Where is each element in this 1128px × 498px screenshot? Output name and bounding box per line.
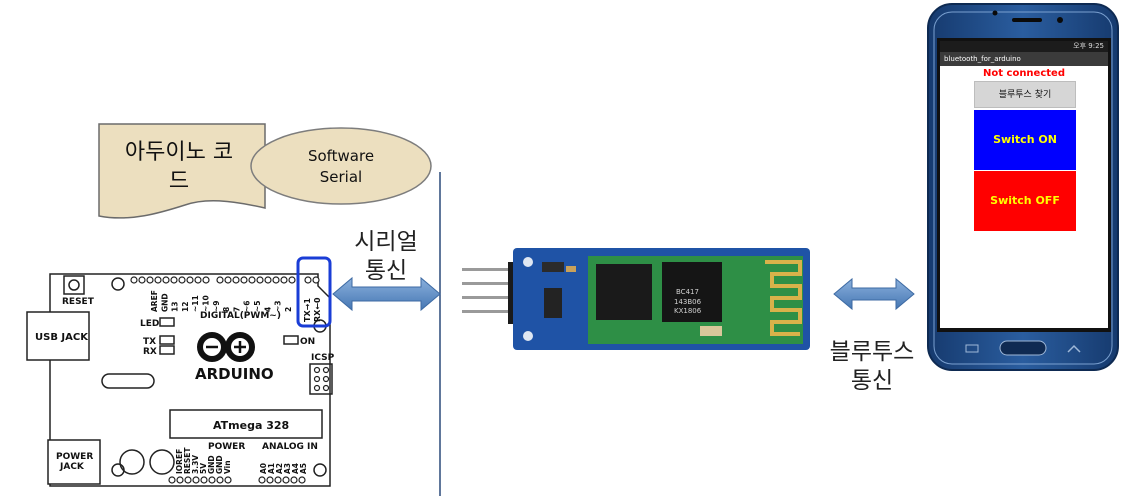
- pin-label: 2: [284, 307, 293, 312]
- arduino-logo: [197, 332, 255, 362]
- pin-label: A5: [299, 463, 308, 474]
- pin-label: Vin: [223, 460, 232, 474]
- bluetooth-double-arrow: [833, 277, 915, 311]
- led-label: LED: [140, 319, 159, 329]
- tx-pin-label: TX→1: [303, 298, 312, 322]
- pin-label: ~5: [253, 300, 262, 312]
- analog-in-label: ANALOG IN: [262, 442, 318, 452]
- digital-label: DIGITAL(PWM~): [200, 311, 281, 321]
- pin-label: A2: [275, 463, 284, 474]
- app-title-bar: bluetooth_for_arduino: [940, 52, 1108, 66]
- pin-label: 3.3V: [191, 455, 200, 474]
- software-serial-line1: Software: [307, 147, 375, 165]
- pin-label: A4: [291, 463, 300, 474]
- pin-label: GND: [215, 455, 224, 474]
- pin-label: A1: [267, 463, 276, 474]
- bluetooth-comm-line2: 통신: [850, 368, 894, 394]
- pin-label: A3: [283, 463, 292, 474]
- code-note: [98, 123, 266, 219]
- logo-symbols: [206, 341, 246, 353]
- phone-status-bar: 오후 9:25: [940, 41, 1108, 52]
- power-label: POWER: [208, 442, 245, 452]
- rx-pin-label: RX←0: [313, 297, 322, 322]
- power-jack-label-1: POWER: [56, 452, 93, 462]
- digital-header: [130, 276, 320, 284]
- pin-label: ~11: [191, 295, 200, 312]
- code-note-line2: 드: [168, 169, 190, 194]
- code-note-line1: 아두이노 코: [124, 140, 234, 165]
- tx-rx-highlight-box: [296, 256, 332, 328]
- arduino-brand: ARDUINO: [195, 365, 274, 383]
- serial-comm-line1: 시리얼: [354, 229, 418, 255]
- chip-text-2: 143B06: [674, 298, 702, 306]
- pin-label: ~6: [243, 300, 252, 312]
- reset-label: RESET: [62, 297, 95, 307]
- software-serial-ellipse: [250, 127, 432, 205]
- pin-label: 4: [263, 307, 272, 312]
- switch-off-button[interactable]: Switch OFF: [974, 171, 1076, 231]
- on-label: ON: [300, 337, 315, 347]
- tx-label: TX: [143, 337, 156, 347]
- pin-label: 5V: [199, 463, 208, 474]
- software-serial-line2: Serial: [319, 168, 363, 186]
- bluetooth-module: BC417 143B06 KX1806: [462, 248, 810, 350]
- pin-label: ~3: [274, 300, 283, 312]
- pin-label: IOREF: [175, 449, 184, 474]
- power-jack-label-2: JACK: [59, 462, 85, 472]
- arduino-board: [26, 273, 333, 487]
- pin-label: ~9: [212, 300, 221, 312]
- pin-label: 8: [222, 307, 231, 312]
- usb-jack-label: USB JACK: [35, 332, 89, 343]
- bluetooth-comm-label: 블루투스 통신: [816, 338, 928, 396]
- serial-double-arrow: [332, 276, 441, 312]
- bottom-header: [168, 366, 330, 484]
- pin-label: 7: [232, 307, 241, 312]
- switch-on-button[interactable]: Switch ON: [974, 110, 1076, 170]
- pin-label: GND: [207, 455, 216, 474]
- pin-label: AREF: [150, 290, 159, 312]
- atmega-chip: [169, 409, 323, 439]
- serial-comm-line2: 통신: [364, 258, 408, 284]
- icsp-label: ICSP: [311, 353, 335, 363]
- pin-label: GND: [160, 293, 169, 312]
- software-serial-text: Software Serial: [260, 146, 422, 188]
- chip-text-1: BC417: [676, 288, 699, 296]
- pin-label: 13: [171, 302, 180, 312]
- chip-label: ATmega 328: [213, 419, 289, 432]
- rx-label: RX: [143, 347, 157, 357]
- pin-label: RESET: [183, 447, 192, 474]
- chip-text-3: KX1806: [674, 307, 702, 315]
- serial-comm-label: 시리얼 통신: [346, 228, 426, 286]
- pin-label: A0: [259, 463, 268, 474]
- bluetooth-comm-line1: 블루투스: [829, 339, 915, 365]
- pin-label: 12: [181, 302, 190, 312]
- find-bluetooth-button[interactable]: 블루투스 찾기: [974, 81, 1076, 108]
- pin-label: ~10: [202, 295, 211, 312]
- usb-jack: [26, 311, 90, 361]
- power-jack: [47, 439, 101, 485]
- connection-status: Not connected: [983, 68, 1065, 79]
- code-note-text: 아두이노 코 드: [104, 138, 254, 196]
